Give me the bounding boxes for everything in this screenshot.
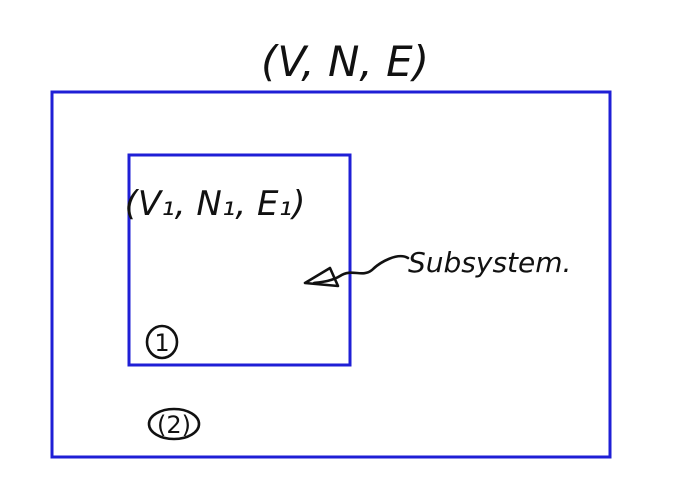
outer-system-box <box>50 90 612 459</box>
outer-system-label: (V, N, E) <box>261 37 429 86</box>
arrow-shaft <box>312 254 410 285</box>
subsystem-marker-circle <box>145 324 179 360</box>
arrow-head <box>303 266 340 288</box>
system-marker-circle <box>147 407 201 441</box>
inner-subsystem-box <box>127 153 352 367</box>
system-marker-text: (2) <box>157 411 191 439</box>
subsystem-annotation: Subsystem. <box>408 246 571 279</box>
inner-subsystem-label: (V₁, N₁, E₁) <box>125 184 306 224</box>
system-marker: (2) <box>147 407 201 441</box>
subsystem-marker: 1 <box>145 324 179 360</box>
annotation-arrow <box>303 254 410 288</box>
subsystem-marker-text: 1 <box>154 329 169 357</box>
